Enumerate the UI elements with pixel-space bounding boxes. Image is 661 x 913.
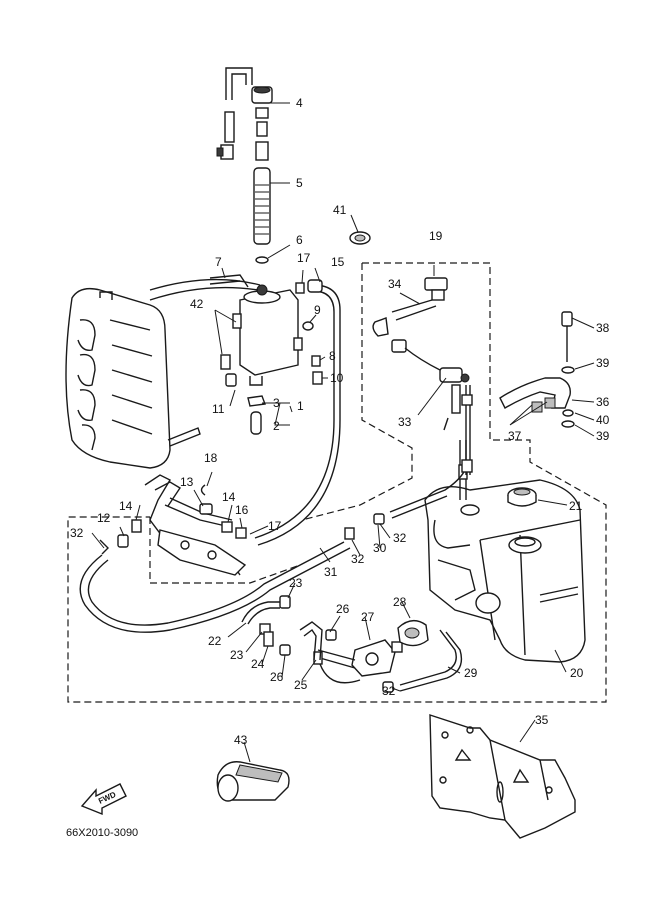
callout-43: 43 [234, 733, 248, 747]
callout-32d: 32 [382, 684, 396, 698]
callout-32a: 32 [70, 526, 84, 540]
callout-3: 3 [273, 396, 280, 410]
callout-5: 5 [296, 176, 303, 190]
part-22-hose [241, 601, 280, 625]
callout-17b: 17 [268, 519, 282, 533]
filter-small-parts [220, 321, 323, 435]
callout-35: 35 [535, 713, 549, 727]
group-boundaries [67, 262, 607, 703]
part-7-hose [209, 274, 249, 288]
callout-4: 4 [296, 96, 303, 110]
callout-34: 34 [388, 277, 402, 291]
part-43-sleeve [216, 761, 290, 802]
part-28-valve [397, 620, 429, 647]
part-15-hose [254, 284, 341, 546]
callout-22: 22 [208, 634, 222, 648]
callout-39b: 39 [596, 429, 610, 443]
callout-39a: 39 [596, 356, 610, 370]
callout-26a: 26 [336, 602, 350, 616]
callout-42: 42 [190, 297, 204, 311]
callout-38: 38 [596, 321, 610, 335]
callout-29: 29 [464, 666, 478, 680]
callout-labels: 4 5 41 6 19 7 17 15 34 42 9 38 8 39 10 1… [70, 96, 610, 747]
part-29-hose [399, 629, 463, 692]
callout-19: 19 [429, 229, 443, 243]
part-4-vent-hose [216, 67, 273, 161]
callout-23a: 23 [289, 576, 303, 590]
callout-7: 7 [215, 255, 222, 269]
part-24-fitting [263, 631, 274, 647]
callout-11: 11 [212, 402, 225, 416]
part-30-fitting [373, 513, 385, 525]
part-25-hose [299, 621, 323, 661]
callout-16: 16 [235, 503, 249, 517]
callout-12: 12 [97, 511, 111, 525]
hull-fittings [99, 474, 247, 576]
part-32-fitting-b [344, 527, 355, 540]
callout-27: 27 [361, 610, 375, 624]
callout-18: 18 [204, 451, 218, 465]
engine-cover [65, 278, 261, 469]
callout-36: 36 [596, 395, 610, 409]
part-30-hose [389, 469, 466, 519]
callout-26b: 26 [270, 670, 284, 684]
part-33-34-sender [372, 277, 473, 475]
callout-32c: 32 [351, 552, 365, 566]
part-27-fuel-pump [313, 639, 403, 684]
part-32-clamp-d [382, 681, 394, 693]
callout-6: 6 [296, 233, 303, 247]
callout-17a: 17 [297, 251, 311, 265]
callout-41: 41 [333, 203, 347, 217]
callout-leaders [91, 102, 595, 763]
callout-28: 28 [393, 595, 407, 609]
callout-23b: 23 [230, 648, 244, 662]
part-23-clamp-a [279, 595, 291, 609]
part-6-washer [255, 256, 269, 264]
callout-24: 24 [251, 657, 265, 671]
callout-32b: 32 [393, 531, 407, 545]
callout-33: 33 [398, 415, 412, 429]
callout-31: 31 [324, 565, 338, 579]
callout-25: 25 [294, 678, 308, 692]
part-41-clamp [349, 231, 371, 245]
callout-20: 20 [570, 666, 584, 680]
callout-1: 1 [297, 399, 304, 413]
callout-21: 21 [569, 499, 583, 513]
drawing-code: 66X2010-3090 [66, 827, 138, 839]
part-21-fuel-cap [507, 487, 537, 507]
callout-9: 9 [314, 303, 321, 317]
part-32-hose-loop [79, 541, 351, 633]
callout-14b: 14 [119, 499, 133, 513]
part-26-clamp-b [325, 629, 337, 641]
callout-2: 2 [273, 419, 280, 433]
callout-15: 15 [331, 255, 345, 269]
callout-8: 8 [329, 349, 336, 363]
part-26-clamp-a [279, 644, 291, 656]
callout-10: 10 [330, 371, 344, 385]
part-1-filter-canister [232, 282, 305, 386]
part-20-fuel-tank [424, 440, 586, 663]
forward-arrow: FWD [80, 783, 127, 816]
part-35-mounting-plate [429, 714, 576, 839]
part-15-fitting [307, 279, 323, 293]
callout-13: 13 [180, 475, 194, 489]
callout-30: 30 [373, 541, 387, 555]
callout-37: 37 [508, 429, 522, 443]
part-5-filler-hose [253, 167, 271, 245]
part-36-38-bracket [499, 311, 575, 428]
callout-40: 40 [596, 413, 610, 427]
callout-14a: 14 [222, 490, 236, 504]
